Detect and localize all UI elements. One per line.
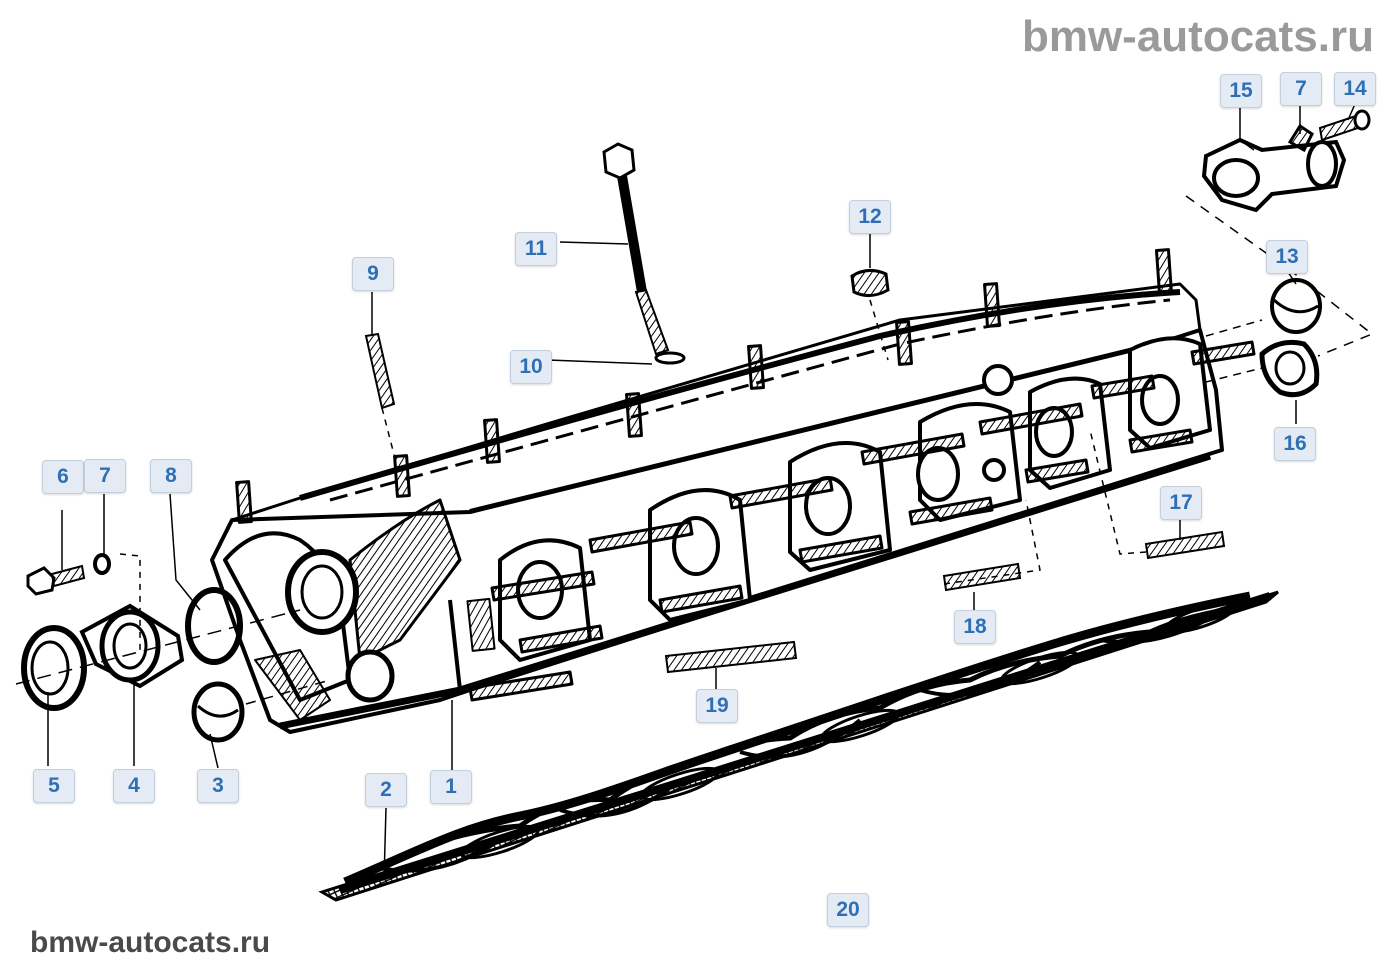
seal-5 <box>21 625 87 711</box>
callout-7-top: 7 <box>1280 72 1322 106</box>
watermark-bottom: bmw-autocats.ru <box>30 926 271 959</box>
callout-20: 20 <box>827 893 869 927</box>
bushing-3 <box>191 681 245 743</box>
stud-17 <box>1144 530 1226 560</box>
callout-2: 2 <box>365 773 407 807</box>
cap-13 <box>1270 278 1322 334</box>
callout-1: 1 <box>430 770 472 804</box>
leader-lines <box>15 103 1374 881</box>
stud-9 <box>364 332 396 410</box>
plug-12 <box>850 269 890 297</box>
flange-4 <box>79 603 185 689</box>
callout-10: 10 <box>510 350 552 384</box>
callout-8: 8 <box>150 459 192 493</box>
callout-4: 4 <box>113 769 155 803</box>
callout-7-left: 7 <box>84 459 126 493</box>
callout-9: 9 <box>352 257 394 291</box>
callout-6: 6 <box>42 460 84 494</box>
callout-12: 12 <box>849 200 891 234</box>
callout-13: 13 <box>1266 240 1308 274</box>
callout-14: 14 <box>1334 72 1376 106</box>
stud-18 <box>942 562 1022 592</box>
callout-3: 3 <box>197 769 239 803</box>
callout-11: 11 <box>515 232 557 266</box>
callout-18: 18 <box>954 610 996 644</box>
water-outlet <box>1201 109 1371 213</box>
callout-17: 17 <box>1160 486 1202 520</box>
head-bolt <box>602 142 686 365</box>
stud-19 <box>664 640 798 674</box>
head-gasket <box>318 590 1279 902</box>
callout-5: 5 <box>33 769 75 803</box>
o-ring-8 <box>185 587 243 665</box>
washer-7 <box>93 553 111 575</box>
watermark-top: bmw-autocats.ru <box>1021 12 1374 61</box>
bolt-6 <box>26 564 86 596</box>
callout-15: 15 <box>1220 74 1262 108</box>
gasket-16 <box>1259 339 1320 398</box>
callout-19: 19 <box>696 689 738 723</box>
cylinder-head <box>210 248 1256 734</box>
callout-16: 16 <box>1274 427 1316 461</box>
